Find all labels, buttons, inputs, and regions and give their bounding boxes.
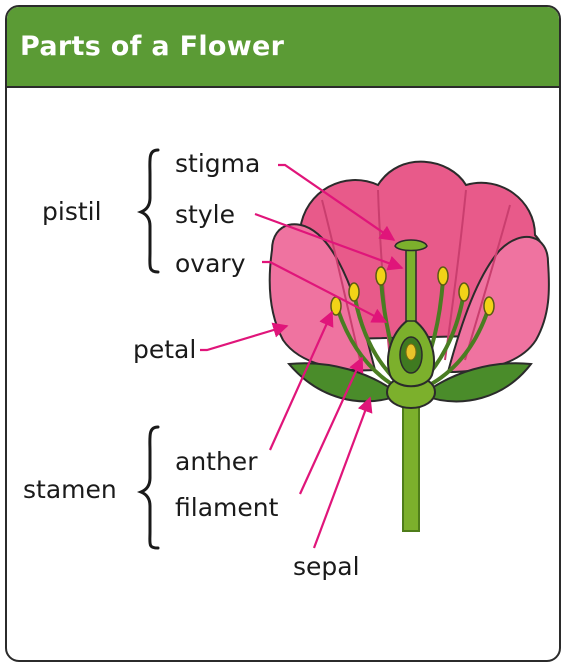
ovule (406, 344, 416, 360)
pistil-brace (141, 150, 158, 272)
sepal-right (422, 363, 531, 401)
stamen-brace (141, 427, 158, 548)
stigma (395, 240, 427, 251)
flower-illustration (270, 162, 549, 531)
label-pistil: pistil (42, 197, 102, 226)
pointer-sepal (314, 398, 370, 548)
label-stigma: stigma (175, 149, 260, 178)
label-filament: filament (175, 493, 279, 522)
stem (403, 395, 419, 531)
pointer-petal (200, 326, 287, 350)
label-style: style (175, 200, 235, 229)
label-sepal: sepal (293, 552, 360, 581)
label-ovary: ovary (175, 249, 246, 278)
style (406, 246, 416, 321)
label-petal: petal (133, 335, 196, 364)
label-stamen: stamen (23, 475, 117, 504)
label-anther: anther (175, 447, 258, 476)
